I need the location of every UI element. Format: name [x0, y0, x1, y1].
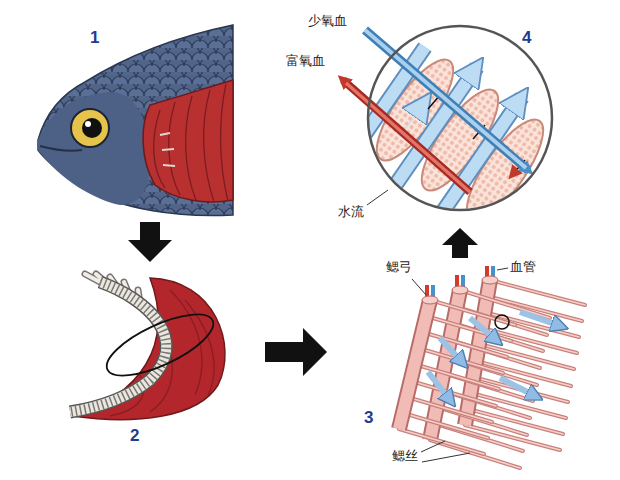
lamellae-closeup — [343, 26, 556, 231]
gill-filaments-figure — [399, 266, 585, 468]
part-label: 少氧血 — [308, 14, 347, 29]
leader-lines — [367, 190, 508, 462]
part-label: 富氧血 — [286, 54, 325, 69]
flow-arrow — [442, 228, 478, 258]
part-label: 血管 — [510, 260, 536, 275]
callout-number: 3 — [364, 408, 373, 428]
part-label: 水流 — [338, 205, 364, 220]
callout-number: 2 — [130, 426, 139, 446]
flow-arrow — [128, 222, 172, 262]
flow-arrow — [265, 328, 327, 376]
fish-head — [38, 25, 233, 216]
blood-vessels — [422, 266, 498, 304]
callout-number: 4 — [522, 28, 531, 48]
callout-number: 1 — [90, 28, 99, 48]
gill-arch-figure — [70, 274, 225, 420]
part-label: 鳃弓 — [386, 260, 412, 275]
part-label: 鳃丝 — [392, 449, 418, 464]
